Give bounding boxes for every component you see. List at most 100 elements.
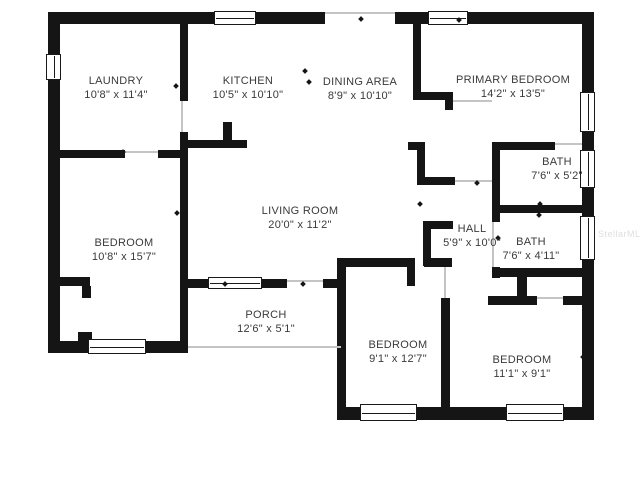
room-label-laundry: LAUNDRY 10'8" x 11'4" [84,74,147,102]
room-label-living-room: LIVING ROOM 20'0" x 11'2" [262,204,339,232]
wall [48,150,125,158]
wall [413,24,421,92]
room-dims: 20'0" x 11'2" [268,219,332,231]
room-dims: 5'9" x 10'0" [443,237,501,249]
room-label-primary-bedroom: PRIMARY BEDROOM 14'2" x 13'5" [456,73,570,101]
window [580,150,595,188]
door-threshold [325,12,395,14]
door-tick [302,68,308,74]
wall [78,332,92,341]
door-threshold [455,180,492,182]
wall [48,12,60,353]
wall [488,296,537,305]
room-name: KITCHEN [222,75,274,87]
room-dims: 9'1" x 12'7" [369,353,427,365]
wall [408,142,425,150]
room-dims: 14'2" x 13'5" [480,88,546,100]
wall [60,277,90,286]
wall [413,92,453,100]
room-dims: 10'8" x 11'4" [84,89,148,101]
room-name: PORCH [245,309,287,321]
window [46,54,61,80]
door-tick [358,16,364,22]
room-name: BATH [516,236,546,248]
wall [445,100,453,110]
room-name: HALL [457,223,487,235]
wall [48,12,325,24]
wall [423,229,431,266]
door-threshold [444,267,446,298]
door-threshold [287,280,323,282]
room-dims: 7'6" x 5'2" [531,170,583,182]
wall [492,213,500,222]
wall [492,142,500,213]
door-tick [536,212,542,218]
wall [223,122,232,140]
wall [424,258,452,267]
wall [183,140,247,148]
room-label-kitchen: KITCHEN 10'5" x 10'10" [213,74,284,102]
room-label-porch: PORCH 12'6" x 5'1" [237,308,295,336]
door-tick [173,83,179,89]
door-threshold [555,143,582,145]
room-dims: 10'5" x 10'10" [212,89,284,101]
room-label-bedroom-2: BEDROOM 9'1" x 12'7" [369,338,428,366]
porch-edge-line [188,346,341,348]
room-dims: 8'9" x 10'10" [327,90,393,102]
room-name: LIVING ROOM [261,205,339,217]
room-name: BATH [542,156,572,168]
door-tick [306,79,312,85]
room-name: BEDROOM [94,237,154,249]
wall [563,296,582,305]
room-dims: 12'6" x 5'1" [237,323,295,335]
room-name: LAUNDRY [88,75,144,87]
watermark: StellarMLS [598,229,640,239]
room-label-bath-1: BATH 7'6" x 5'2" [531,155,582,183]
door-threshold [492,222,494,267]
room-dims: 10'8" x 15'7" [91,251,157,263]
wall [517,277,527,299]
wall [323,279,346,288]
window [214,11,256,25]
wall [441,298,450,407]
wall [82,286,91,298]
wall [180,158,188,341]
room-label-hall: HALL 5'9" x 10'0" [443,222,501,250]
window [580,216,595,260]
wall [395,12,594,24]
door-tick [417,201,423,207]
wall [337,258,415,267]
wall [337,258,346,420]
window [428,11,468,25]
wall [407,267,415,286]
room-label-bedroom-1: BEDROOM 10'8" x 15'7" [92,236,156,264]
room-label-bath-2: BATH 7'6" x 4'11" [503,235,560,263]
wall [423,221,453,229]
wall [417,177,455,185]
room-name: BEDROOM [492,354,552,366]
window [506,404,564,421]
room-name: BEDROOM [368,339,428,351]
room-name: PRIMARY BEDROOM [455,74,571,86]
room-dims: 11'1" x 9'1" [493,368,551,380]
room-dims: 7'6" x 4'11" [502,250,560,262]
door-threshold [181,101,183,132]
door-tick [300,281,306,287]
window [208,277,262,289]
room-name: DINING AREA [322,76,398,88]
door-threshold [125,151,158,153]
room-label-bedroom-3: BEDROOM 11'1" x 9'1" [493,353,552,381]
wall [180,24,188,101]
room-label-dining-area: DINING AREA 8'9" x 10'10" [323,75,397,103]
wall [417,142,425,185]
wall [492,205,594,213]
wall [158,150,188,158]
window [580,92,595,132]
window [360,404,417,421]
wall [492,268,594,277]
window [88,339,146,354]
door-threshold [453,100,492,102]
door-threshold [537,297,563,299]
door-tick [174,210,180,216]
